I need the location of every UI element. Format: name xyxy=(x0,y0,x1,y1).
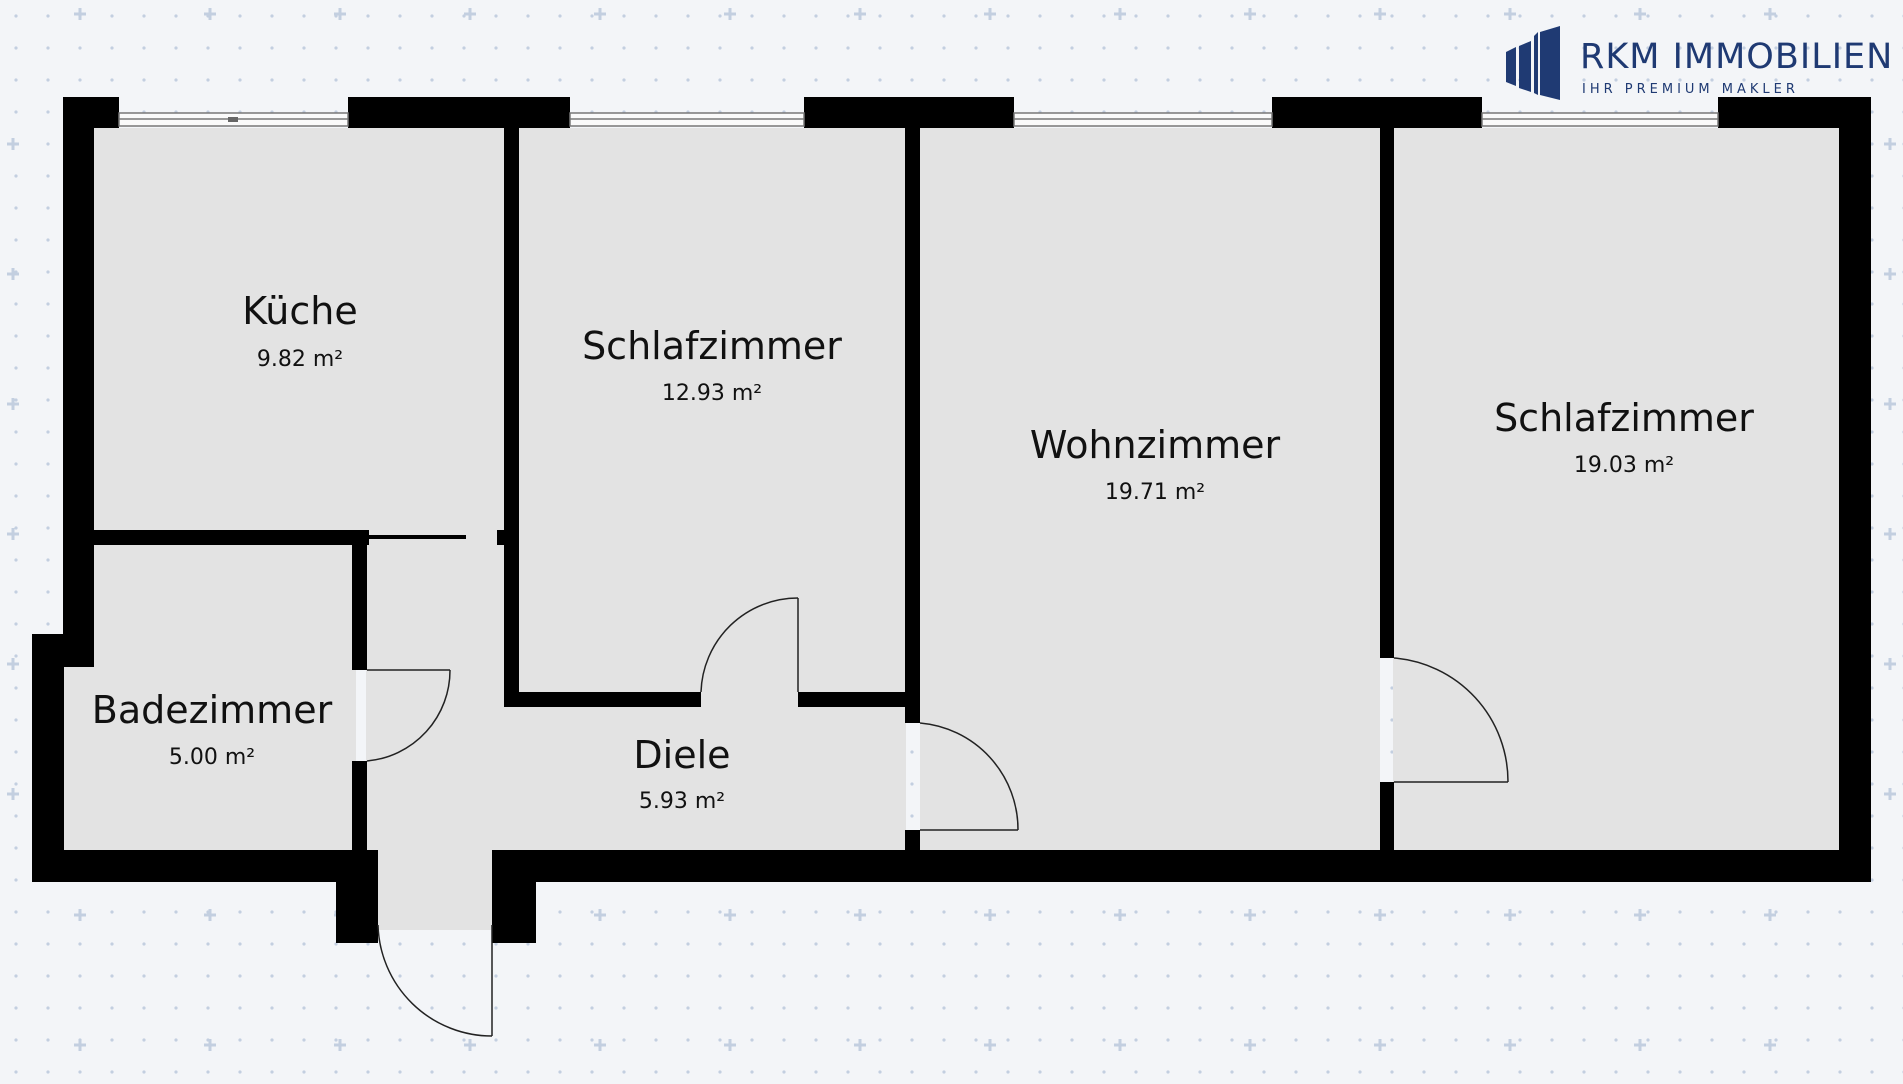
wall-schlaf1-wohn-upper xyxy=(905,128,920,723)
wall-top-4 xyxy=(1272,97,1482,128)
room-area-badezimmer: 5.00 m² xyxy=(169,745,255,770)
wall-entry-jamb-right xyxy=(492,850,536,943)
room-area-diele: 5.93 m² xyxy=(639,789,725,814)
room-floors xyxy=(63,128,1839,930)
door-schlafzimmer-1 xyxy=(700,597,799,693)
wall-bath-right-upper xyxy=(352,530,367,670)
wall-wohn-schlaf2-lower xyxy=(1380,782,1394,852)
wall-diele-stub xyxy=(369,535,466,539)
wall-top-2 xyxy=(348,97,570,128)
room-name-kueche: Küche xyxy=(242,289,357,333)
room-name-badezimmer: Badezimmer xyxy=(92,688,333,732)
door-wohnzimmer xyxy=(919,722,1019,831)
wall-schlaf1-bottom-right xyxy=(798,692,908,707)
wall-bath-right-lower xyxy=(352,761,367,851)
doors xyxy=(366,597,1509,1037)
door-entry xyxy=(377,924,493,1037)
logo-subtitle: IHR PREMIUM MAKLER xyxy=(1582,82,1799,97)
room-labels: Küche 9.82 m² Schlafzimmer 12.93 m² Wohn… xyxy=(92,289,1755,814)
wall-schlaf1-bottom-left xyxy=(504,692,701,707)
logo-title: RKM IMMOBILIEN xyxy=(1580,37,1893,77)
wall-left-lower xyxy=(32,634,64,882)
floor-schlafzimmer-2 xyxy=(1393,128,1839,850)
wall-wohn-schlaf2-upper xyxy=(1380,128,1394,658)
room-area-schlafzimmer-2: 19.03 m² xyxy=(1574,453,1674,478)
building-icon xyxy=(1506,26,1560,100)
room-area-kueche: 9.82 m² xyxy=(257,347,343,372)
door-badezimmer xyxy=(366,669,451,762)
wall-kitchen-bath xyxy=(94,530,369,545)
wall-left-step xyxy=(32,634,94,667)
wall-left-upper xyxy=(63,97,94,667)
room-name-wohnzimmer: Wohnzimmer xyxy=(1030,423,1281,467)
walls xyxy=(32,97,1871,943)
room-name-diele: Diele xyxy=(633,733,730,777)
windows xyxy=(118,112,1719,127)
floor-diele-entry xyxy=(372,850,497,930)
room-name-schlafzimmer-2: Schlafzimmer xyxy=(1494,396,1754,440)
room-area-schlafzimmer-1: 12.93 m² xyxy=(662,381,762,406)
floor-kueche xyxy=(94,128,504,535)
wall-bottom-right xyxy=(492,850,1871,882)
window-schlafzimmer-2 xyxy=(1481,112,1719,127)
door-schlafzimmer-2 xyxy=(1393,657,1509,783)
floor-schlafzimmer-1 xyxy=(519,128,906,695)
wall-diele-stub-2 xyxy=(497,530,505,545)
window-kueche xyxy=(118,112,349,127)
wall-kitchen-schlaf xyxy=(504,128,519,705)
logo: RKM IMMOBILIEN IHR PREMIUM MAKLER xyxy=(1506,26,1893,100)
wall-right xyxy=(1839,97,1871,880)
wall-bottom-left xyxy=(32,850,378,882)
wall-entry-jamb-left xyxy=(336,850,378,943)
window-wohnzimmer xyxy=(1013,112,1273,127)
room-name-schlafzimmer-1: Schlafzimmer xyxy=(582,324,842,368)
floor-wohnzimmer xyxy=(920,128,1380,850)
wall-top-3 xyxy=(804,97,1014,128)
window-schlafzimmer-1 xyxy=(569,112,805,127)
grid-plus-marks xyxy=(7,8,1896,1051)
floor-badezimmer xyxy=(63,545,356,850)
room-area-wohnzimmer: 19.71 m² xyxy=(1105,480,1205,505)
wall-schlaf1-wohn-lower xyxy=(905,830,920,852)
